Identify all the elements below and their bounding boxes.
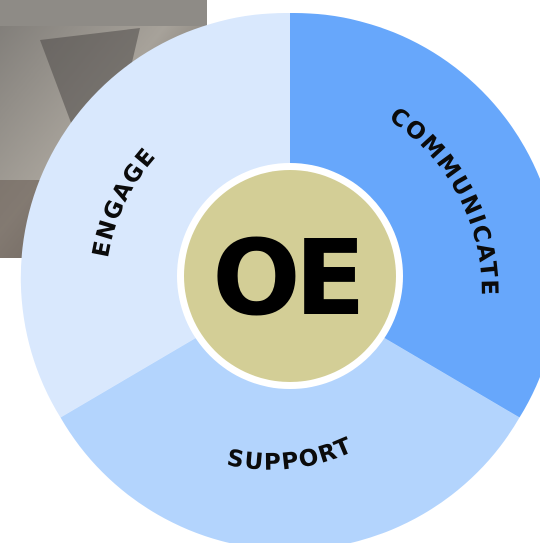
center-hub — [184, 170, 396, 382]
center-label: OE — [212, 217, 359, 339]
segment-support — [60, 282, 520, 543]
